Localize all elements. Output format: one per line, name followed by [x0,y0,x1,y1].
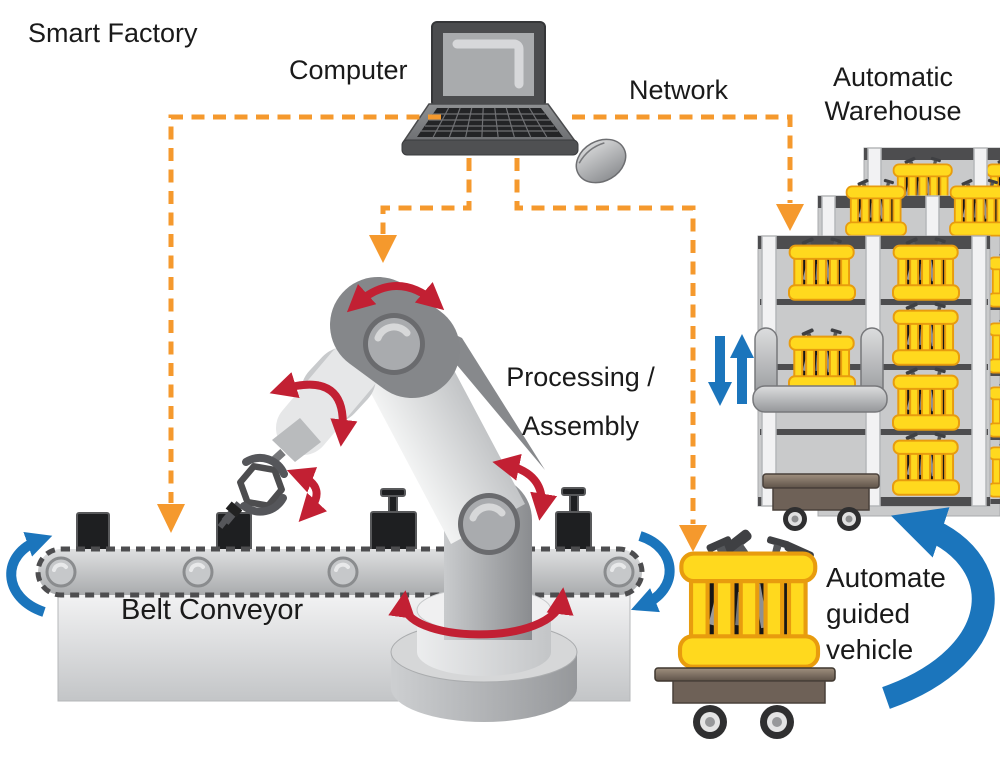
mouse-icon [575,138,627,184]
page-title: Smart Factory [28,18,198,48]
cart-wheel [837,507,861,531]
agv-wheel [760,705,794,739]
hex-nut-icon [237,463,285,509]
processing-label: Processing / Assembly [468,362,693,442]
rotation-arrow-shoulder [346,282,445,313]
agv-label-line2: guided [826,598,911,629]
connection-arrow-agv [679,525,707,552]
lift-up-arrow [730,334,754,358]
workpiece-box-handle [555,487,592,552]
warehouse-label-line2: Warehouse [824,96,962,126]
agv-wheel [693,705,727,739]
warehouse-label-line1: Automatic [832,62,954,92]
agv-label-line1: Automate [826,562,946,593]
cart-wheel [783,507,807,531]
robot-elbow-joint [458,493,520,555]
workpiece-box-handle [370,488,417,553]
screen-highlight [452,39,524,89]
lift-motion-arrows [708,334,754,406]
conveyor-rollers [45,556,635,588]
workpiece-box [76,512,110,552]
agv [654,507,995,739]
connection-line-agv [514,158,696,524]
warehouse-label: Automatic Warehouse [793,60,993,128]
rotation-arrow-elbow [492,453,558,521]
lift-down-arrow [708,382,732,406]
connection-line-conveyor [168,114,441,503]
roller-highlights [52,562,626,572]
laptop-base [401,139,579,156]
agv-cart [654,667,836,739]
conveyor-items [76,487,592,553]
gripper [217,453,288,529]
automatic-warehouse [708,147,1000,531]
agv-label: Automate guided vehicle [826,560,946,668]
agv-crate [680,535,818,666]
processing-label-line2: Assembly [521,411,640,441]
belt-conveyor-label: Belt Conveyor [121,594,304,626]
warehouse-cart [762,473,880,531]
agv-label-line3: vehicle [826,634,914,665]
rotation-arrow-forearm [269,372,358,447]
computer-icon [401,21,627,184]
connection-line-warehouse [572,114,793,203]
rotation-arrow-base [388,587,574,639]
robot-shoulder-joint [363,313,425,375]
connection-arrow-robot [369,235,397,263]
connection-line-robot [380,158,472,234]
belt-rotation-arrow-left [6,532,53,617]
connection-arrow-conveyor [157,504,185,533]
network-connections [157,114,804,552]
computer-label: Computer [289,55,408,85]
rotation-arrow-gripper [286,467,328,522]
robot-arm [217,277,578,722]
connection-arrow-warehouse [776,204,804,231]
laptop-keyboard [417,108,563,137]
agv-route-arrow [882,507,995,709]
belt-rotation-arrow-right [630,531,675,613]
stacker-crane [752,328,888,413]
processing-label-line1: Processing / [506,362,655,392]
network-label: Network [629,75,729,105]
